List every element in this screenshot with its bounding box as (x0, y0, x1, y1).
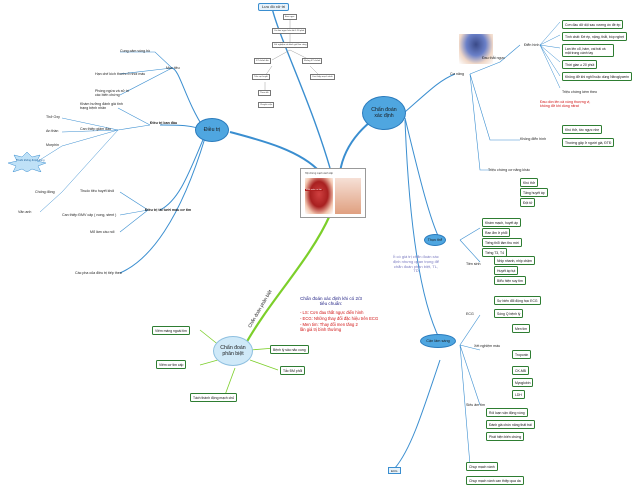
khong-dien-hinh-item-2: Thường gặp ở người già, ĐTĐ (562, 138, 615, 147)
flow-step-7: Can thiệp mạch vành (310, 74, 335, 80)
muc-tieu-item-2: Hạn chế kích thước ổ nhồi máu (95, 72, 146, 76)
xn-item-1: Men tim (512, 324, 531, 333)
khong-dien-hinh-item-1: Khó thở, tức ngực nhẹ (562, 125, 603, 134)
cls-ecg-label: ECG (466, 312, 474, 316)
phan-biet-item-5: Tách thành động mạch chủ (190, 393, 238, 402)
heart-image (305, 178, 333, 214)
dien-hinh-item-5: Không đỡ khi nghỉ hoặc dùng Nitroglyceri… (562, 72, 633, 81)
muc-tieu-label: Mục tiêu (166, 66, 180, 70)
van-anh-label: Văn anh (18, 210, 32, 214)
phan-biet-item-1: Viêm màng ngoài tim (152, 326, 190, 335)
cls-xn-label: Xét nghiệm máu (474, 344, 501, 348)
xn-item-3: CK-MB (512, 366, 529, 375)
dau-that-nguc-label: Đau thắt ngực (482, 56, 505, 60)
phan-biet-item-4: Tắc ĐM phổi (280, 366, 306, 375)
pain-item-3: Morphin (46, 143, 59, 147)
flow-step-8: Theo dõi (258, 90, 271, 96)
tai-tuoi-mau-label: Điều trị tái tưới máu cơ tim (145, 208, 192, 212)
flow-step-6: Tiêu sợi huyết (252, 74, 270, 80)
co-nang-label: Cơ năng (450, 72, 464, 76)
dieu-tri-ban-dau-label: Điều trị ban đầu (150, 121, 178, 125)
thuc-the-item-3: Tiếng thổi tâm thu mới (482, 238, 522, 247)
patient-photo (459, 34, 493, 64)
cls-chup-mach-label: Chụp mạch vành (466, 462, 498, 471)
cac-pha-label: Các pha của điều trị tiếp theo (75, 271, 122, 275)
thuc-the-label: Thực thể (427, 238, 443, 242)
center-header: Hội chứng mạch vành cấp (305, 172, 333, 175)
dien-hinh-item-1: Cơn đau dữ dội sau xương ức đè ép (562, 20, 624, 29)
dien-hinh-item-6: Triệu chứng kèm theo (562, 90, 598, 94)
pain-item-1: Thở Oxy (46, 115, 60, 119)
chan-doan-title: Chẩn đoán xác định khi có 2/3 tiêu chuẩn… (300, 296, 362, 307)
muc-tieu-item-1: Cung cảm vùng hồ (120, 49, 151, 53)
chup-mach-note: Chụp mạch vành can thiệp qua da (466, 476, 524, 485)
tai-tuoi-mau-item-2: Can thiệp ĐMV cấp ( nong, stent ) (62, 213, 117, 217)
sieu-am-item-1: Rối loạn vận động vùng (486, 408, 528, 417)
dien-hinh-item-3: Lan lên cổ, hàm, vai trái và mặt trong c… (562, 44, 614, 57)
ban-dau-item-3: Chống đông (35, 190, 55, 194)
red-note: Đau dồn lên cả vùng thượng vị, không đỡ … (540, 100, 591, 109)
khong-dien-hinh-label: Không điển hình (520, 137, 547, 141)
criteria-2: - ECG: Những thay đổi đặc hiệu trên ECG (300, 316, 379, 321)
flow-step-5: Không ST chênh (302, 58, 323, 64)
note-bubble-text: Thuốc không được dùng (16, 159, 45, 162)
can-lam-sang-bubble[interactable]: Cận lâm sàng (420, 334, 456, 348)
branch-dieu-tri[interactable]: Điều trị (195, 118, 229, 142)
center-image-caption: nhồi máu cơ tim (305, 189, 323, 191)
dien-hinh-item-2: Tính chất: Đè ép, nặng, thắt, bóp nghẹt (562, 32, 628, 41)
ecg-item-2: Sóng Q bệnh lý (494, 309, 524, 318)
tien-tinh-item-2: Huyết áp tụt (494, 266, 519, 275)
phan-biet-item-2: Bệnh lý sâu não cung (270, 345, 309, 354)
thuc-the-bubble[interactable]: Thực thể (424, 234, 446, 246)
branch-luu-do-label: Lưu đồ xử trí (262, 4, 286, 9)
flow-step-2: Cơ đau ngực kéo dài ≥ 20 phút (272, 28, 307, 34)
tien-tinh-item-3: Biểu hiện suy tim (494, 276, 526, 285)
thuc-the-item-2: Ran ẩm ở phổi (482, 228, 511, 237)
tien-tinh-item-1: Nhịp nhanh, nhịp chậm (494, 256, 535, 265)
cls-sieu-am-label: Siêu âm tim (466, 403, 485, 407)
branch-dieu-tri-label: Điều trị (203, 127, 221, 133)
gray-note: Ít có giá trị chẩn đoán xác định nhưng q… (392, 254, 440, 274)
phan-biet-item-3: Viêm cơ tim cấp (156, 360, 187, 369)
dien-hinh-item-4: Thời gian ≥ 20 phút (562, 60, 598, 69)
xn-item-5: LDH (512, 390, 525, 399)
center-image-card: Hội chứng mạch vành cấp nhồi máu cơ tim (300, 168, 366, 218)
flow-step-1: Đau ngực (283, 14, 297, 20)
trieu-chung-item-2: Tăng huyết áp (520, 188, 548, 197)
tien-tinh-label: Tiền sinh (466, 262, 481, 266)
xn-item-2: Troponin (512, 350, 532, 359)
trieu-chung-item-1: Khó thở (520, 178, 539, 187)
trieu-chung-item-3: Đột tử (520, 198, 536, 207)
branch-chan-doan-xac-dinh[interactable]: Chẩn đoán xác định (362, 96, 406, 130)
trieu-chung-khac-label: Triệu chứng cơ năng khác (488, 168, 530, 172)
tai-tuoi-mau-item-3: Mổ làm cầu nối (90, 230, 115, 234)
tai-tuoi-mau-item-1: Thuốc tiêu huyết khối (80, 189, 115, 193)
branch-chan-doan-xac-dinh-label: Chẩn đoán xác định (371, 107, 397, 119)
ban-dau-item-2: Can thiệp giảm đau (80, 127, 112, 131)
flow-step-9: Chuyển viện (258, 102, 275, 108)
xn-item-4: Myoglobin (512, 378, 534, 387)
ecg-small-node: ECG (388, 467, 401, 475)
pain-item-2: An thần (46, 129, 59, 133)
dien-hinh-label: Điển hình (524, 43, 540, 47)
thuc-the-item-1: Khám mạch, huyết áp (482, 218, 521, 227)
note-bubble: Thuốc không được dùng (7, 151, 47, 173)
ecg-item-1: Sự biến đổi động học ECG (494, 296, 541, 305)
flow-step-4: ST chênh lên (254, 58, 271, 64)
flow-step-3: Xét nghiệm và đánh giá lâm sàng (272, 42, 309, 48)
criteria-3: - Men tim: Thay đổi men tăng 2 lần giá t… (300, 322, 358, 332)
heart-detail-image (335, 178, 361, 214)
sieu-am-item-2: Đánh giá chức năng thất trái (486, 420, 535, 429)
criteria-1: - LS: Cơn đau thắt ngực điển hình (300, 310, 364, 315)
branch-chan-doan-phan-biet[interactable]: Chẩn đoán phân biệt (213, 336, 253, 366)
branch-luu-do[interactable]: Lưu đồ xử trí (258, 3, 290, 12)
muc-tieu-item-3: Phòng ngừa và xử trí các biến chứng (95, 89, 129, 98)
branch-chan-doan-phan-biet-label: Chẩn đoán phân biệt (220, 345, 246, 357)
ban-dau-item-1: Khám hưởng đánh giá tình trạng bệnh nhân (80, 102, 123, 111)
can-lam-sang-label: Cận lâm sàng (426, 339, 450, 343)
sieu-am-item-3: Phát hiện biến chứng (486, 432, 525, 441)
